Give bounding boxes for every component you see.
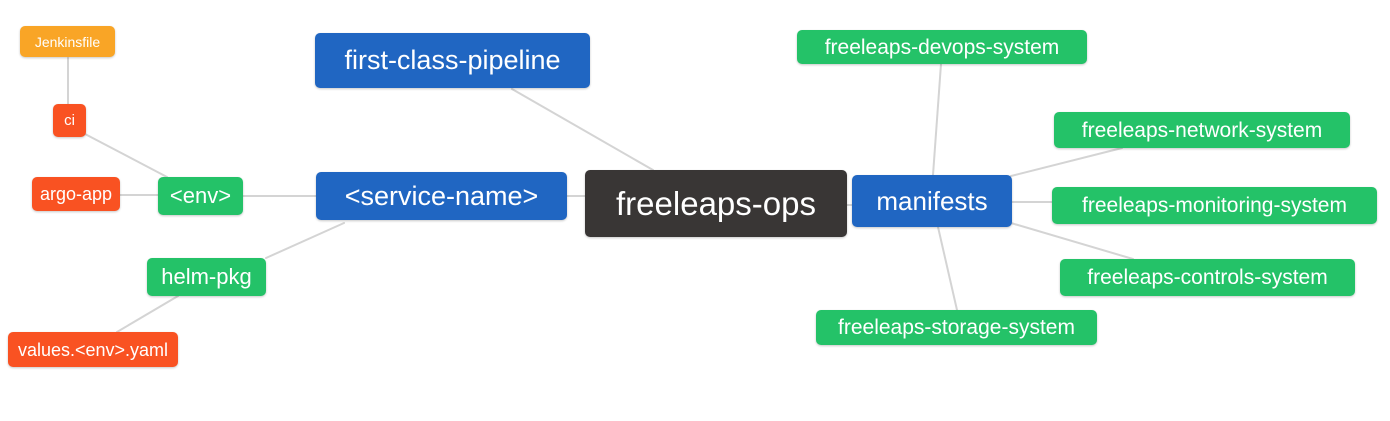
node-freeleaps-ops[interactable]: freeleaps-ops bbox=[585, 170, 847, 237]
node-manifests[interactable]: manifests bbox=[852, 175, 1012, 227]
node-env[interactable]: <env> bbox=[158, 177, 243, 215]
node-freeleaps-storage-system[interactable]: freeleaps-storage-system bbox=[816, 310, 1097, 345]
node-service-name[interactable]: <service-name> bbox=[316, 172, 567, 220]
node-freeleaps-network-system[interactable]: freeleaps-network-system bbox=[1054, 112, 1350, 148]
node-jenkinsfile[interactable]: Jenkinsfile bbox=[20, 26, 115, 57]
node-freeleaps-controls-system[interactable]: freeleaps-controls-system bbox=[1060, 259, 1355, 296]
node-freeleaps-monitoring-system[interactable]: freeleaps-monitoring-system bbox=[1052, 187, 1377, 224]
edge-manifests-to-freeleaps-controls-system bbox=[1010, 222, 1134, 260]
node-ci[interactable]: ci bbox=[53, 104, 86, 137]
edge-manifests-to-freeleaps-network-system bbox=[1010, 147, 1123, 177]
edge-service-name-to-helm-pkg bbox=[265, 222, 345, 259]
node-values-env-yaml[interactable]: values.<env>.yaml bbox=[8, 332, 178, 367]
node-helm-pkg[interactable]: helm-pkg bbox=[147, 258, 266, 296]
node-argo-app[interactable]: argo-app bbox=[32, 177, 120, 211]
edge-first-class-pipeline-to-freeleaps-ops bbox=[511, 88, 654, 171]
node-first-class-pipeline[interactable]: first-class-pipeline bbox=[315, 33, 590, 88]
node-freeleaps-devops-system[interactable]: freeleaps-devops-system bbox=[797, 30, 1087, 64]
edge-ci-to-env bbox=[84, 133, 168, 178]
edge-freeleaps-devops-system-to-manifests bbox=[932, 63, 942, 176]
edge-helm-pkg-to-values-env-yaml bbox=[116, 295, 179, 333]
edge-manifests-to-freeleaps-storage-system bbox=[937, 226, 958, 311]
